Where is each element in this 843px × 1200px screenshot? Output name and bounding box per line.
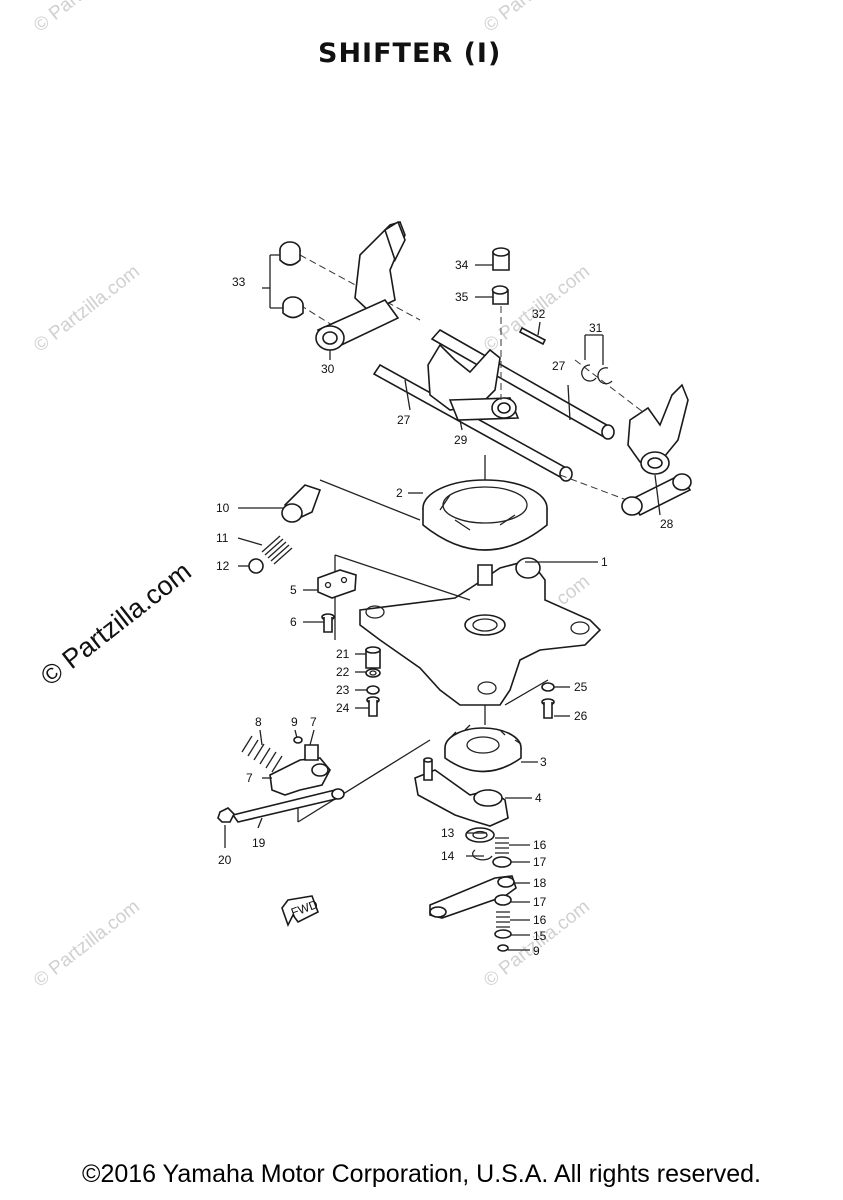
callout-11: 11	[216, 531, 229, 545]
callout-34: 34	[455, 258, 469, 272]
callout-labels: 1 2 3 4 5 6 7 7 8 9 9 10 11 12 13 14 15 …	[216, 258, 674, 958]
shift-lever-4	[414, 757, 509, 827]
shift-drum-2	[422, 479, 548, 551]
callout-31: 31	[589, 321, 603, 335]
callout-30: 30	[321, 362, 335, 376]
bolt-26	[541, 698, 555, 719]
callout-5: 5	[290, 583, 297, 597]
collar-33-lower	[282, 296, 304, 319]
callout-17-upper: 17	[533, 855, 547, 869]
callout-19: 19	[252, 836, 266, 850]
spring-16-upper	[495, 837, 509, 854]
screw-6	[321, 613, 335, 633]
stopper-lever-7	[269, 744, 331, 796]
callout-4: 4	[535, 791, 542, 805]
stopper-10	[281, 484, 322, 523]
callout-35: 35	[455, 290, 469, 304]
callout-9-bottom: 9	[533, 944, 540, 958]
spring-8	[241, 735, 283, 773]
ratchet-wheel-3	[444, 724, 522, 773]
callout-12: 12	[216, 559, 230, 573]
collar-35	[491, 285, 509, 305]
callout-29: 29	[454, 433, 468, 447]
diagram-title: SHIFTER (I)	[318, 38, 502, 69]
spring-16-lower	[496, 911, 510, 928]
callout-1: 1	[601, 555, 608, 569]
callout-17-lower: 17	[533, 895, 547, 909]
collar-17-upper	[492, 856, 512, 868]
callout-16-lower: 16	[533, 913, 547, 927]
callout-13: 13	[441, 826, 455, 840]
circlip-9-lower	[497, 944, 509, 952]
callout-33: 33	[232, 275, 246, 289]
washer-25	[541, 682, 555, 692]
pin-34	[492, 247, 510, 271]
callout-24: 24	[336, 701, 350, 715]
block-5	[317, 569, 357, 599]
callout-16-upper: 16	[533, 838, 547, 852]
ball-12	[248, 558, 264, 574]
lock-washer-23	[366, 685, 380, 695]
shift-base-plate-1	[359, 557, 602, 706]
callout-26: 26	[574, 709, 588, 723]
callout-8: 8	[255, 715, 262, 729]
pin-32	[518, 326, 547, 346]
link-18	[429, 875, 517, 919]
callout-2: 2	[396, 486, 403, 500]
collar-21	[365, 646, 381, 669]
leader-lines	[224, 264, 661, 951]
callout-14: 14	[441, 849, 455, 863]
copyright-footer: ©2016 Yamaha Motor Corporation, U.S.A. A…	[82, 1160, 761, 1188]
shift-rod-27-right	[430, 328, 615, 440]
callout-27-left: 27	[397, 413, 411, 427]
collar-17-lower	[494, 894, 512, 906]
circlip-14	[472, 849, 493, 861]
callout-32: 32	[532, 307, 546, 321]
spring-11	[261, 535, 293, 565]
callout-10: 10	[216, 501, 230, 515]
washer-13	[465, 827, 495, 843]
callout-25: 25	[574, 680, 588, 694]
guide-line	[319, 479, 421, 521]
shift-rod-27-left	[372, 363, 573, 482]
fwd-arrow-icon: FWD	[281, 895, 320, 928]
nut-20	[217, 807, 235, 823]
circlip-31	[581, 364, 613, 385]
washer-15	[494, 929, 512, 939]
callout-6: 6	[290, 615, 297, 629]
callout-20: 20	[218, 853, 232, 867]
callout-23: 23	[336, 683, 350, 697]
bolt-19	[231, 788, 345, 823]
callout-15: 15	[533, 929, 547, 943]
bolt-24	[366, 696, 380, 717]
callout-7-top: 7	[310, 715, 317, 729]
circlip-9	[293, 736, 303, 744]
callout-9-top: 9	[291, 715, 298, 729]
guide-line	[504, 679, 549, 706]
collar-33-upper	[279, 241, 301, 266]
callout-21: 21	[336, 647, 350, 661]
callout-28: 28	[660, 517, 674, 531]
bracket-33	[269, 254, 283, 309]
callout-3: 3	[540, 755, 547, 769]
callout-22: 22	[336, 665, 350, 679]
callout-7-side: 7	[246, 771, 253, 785]
washer-22	[365, 668, 381, 678]
callout-27-right: 27	[552, 359, 566, 373]
shift-fork-28	[621, 383, 692, 517]
shift-fork-29	[427, 343, 520, 421]
callout-18: 18	[533, 876, 547, 890]
shift-fork-30	[315, 220, 406, 351]
